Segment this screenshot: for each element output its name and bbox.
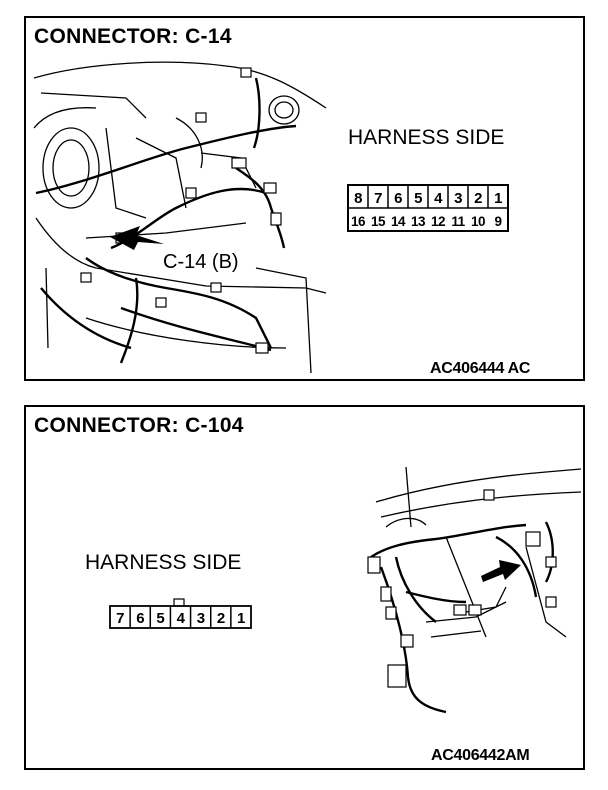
connector-c14-panel: CONNECTOR: C-14 — [24, 16, 585, 381]
c104-location-arrow — [481, 560, 521, 582]
c14-pin-top-number: 7 — [374, 190, 382, 207]
c14-pin-top-number: 3 — [454, 190, 462, 207]
c14-harness-side-label: HARNESS SIDE — [348, 126, 505, 149]
c14-pin-top-number: 4 — [434, 190, 443, 207]
c14-pin-bottom-number: 13 — [411, 214, 426, 229]
c14-pin-top-number: 5 — [414, 190, 422, 207]
c14-callout-group: C-14 (B) — [163, 251, 239, 273]
c14-pin-bottom-number: 10 — [471, 214, 485, 229]
c14-figure-code: AC406444 AC — [430, 360, 531, 377]
c104-pin-number: 7 — [116, 610, 124, 627]
dashboard-wiring-illustration-c104 — [367, 466, 582, 714]
c104-pin-number: 3 — [197, 610, 205, 627]
c104-pin-number: 2 — [217, 610, 225, 627]
c104-pin-number: 6 — [136, 610, 144, 627]
c104-pin-number: 1 — [237, 610, 245, 627]
c14-pin-top-number: 2 — [474, 190, 482, 207]
c104-pin-number: 5 — [156, 610, 164, 627]
connector-c14-title: CONNECTOR: C-14 — [34, 25, 232, 48]
c14-pin-bottom-number: 9 — [494, 214, 501, 229]
c14-pin-top-number: 8 — [354, 190, 362, 207]
c14-location-arrow — [110, 226, 164, 250]
dashboard-wiring-illustration-c14 — [33, 61, 327, 374]
c14-pin-bottom-number: 15 — [371, 214, 386, 229]
c14-pin-top-number: 1 — [494, 190, 502, 207]
connector-c104-title: CONNECTOR: C-104 — [34, 414, 244, 437]
c14-pin-bottom-number: 12 — [431, 214, 445, 229]
c104-harness-side-label: HARNESS SIDE — [85, 551, 242, 574]
c104-figure-code: AC406442AM — [431, 747, 530, 764]
c14-callout-label: C-14 (B) — [163, 251, 239, 273]
c14-pin-bottom-number: 14 — [391, 214, 406, 229]
c14-pin-bottom-number: 11 — [451, 214, 465, 229]
c104-pin-number: 4 — [177, 610, 186, 627]
c14-pin-top-number: 6 — [394, 190, 402, 207]
c14-pin-bottom-number: 16 — [351, 214, 366, 229]
